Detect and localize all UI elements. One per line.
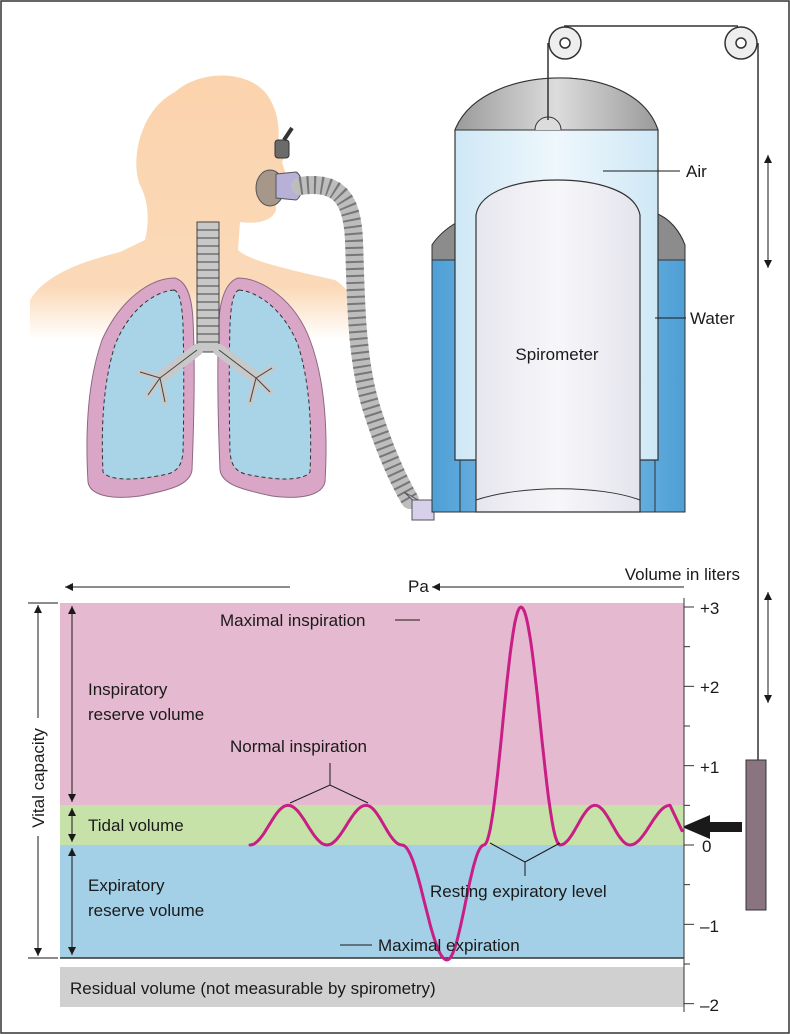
inspiratory-reserve-label-line1: Inspiratory <box>88 680 168 699</box>
human-figure <box>30 76 365 498</box>
expiratory-reserve-label-line2: reserve volume <box>88 901 204 920</box>
air-label: Air <box>686 162 707 181</box>
pa-label: Pa <box>408 577 429 596</box>
maximal-inspiration-label: Maximal inspiration <box>220 611 366 630</box>
spirogram: Pa Volume in liters +3 +2 +1 0 –1 –2 Vit… <box>26 565 740 1015</box>
recorder-pen <box>746 760 766 910</box>
water-label: Water <box>690 309 735 328</box>
residual-volume-label: Residual volume (not measurable by spiro… <box>70 979 436 998</box>
spirometer-apparatus: Air Water Spirometer <box>432 78 735 512</box>
y-tick-label: +1 <box>700 758 719 777</box>
volume-axis-ticks <box>684 607 694 1004</box>
y-tick-label: +3 <box>700 599 719 618</box>
vital-capacity-label: Vital capacity <box>29 728 48 828</box>
tidal-volume-label: Tidal volume <box>88 816 184 835</box>
y-tick-label: –2 <box>700 996 719 1015</box>
nose-clip-icon <box>275 140 289 158</box>
y-tick-label: –1 <box>700 917 719 936</box>
y-tick-label: +2 <box>700 678 719 697</box>
volume-axis-title: Volume in liters <box>625 565 740 584</box>
normal-inspiration-label: Normal inspiration <box>230 737 367 756</box>
y-tick-label: 0 <box>702 837 711 856</box>
pen-pointer-arrow <box>682 815 742 839</box>
spirometer-label: Spirometer <box>515 345 598 364</box>
inspiratory-reserve-label-line2: reserve volume <box>88 705 204 724</box>
band-inspiratory-reserve <box>60 603 684 805</box>
maximal-expiration-label: Maximal expiration <box>378 936 520 955</box>
resting-expiratory-level-label: Resting expiratory level <box>430 882 607 901</box>
expiratory-reserve-label-line1: Expiratory <box>88 876 165 895</box>
